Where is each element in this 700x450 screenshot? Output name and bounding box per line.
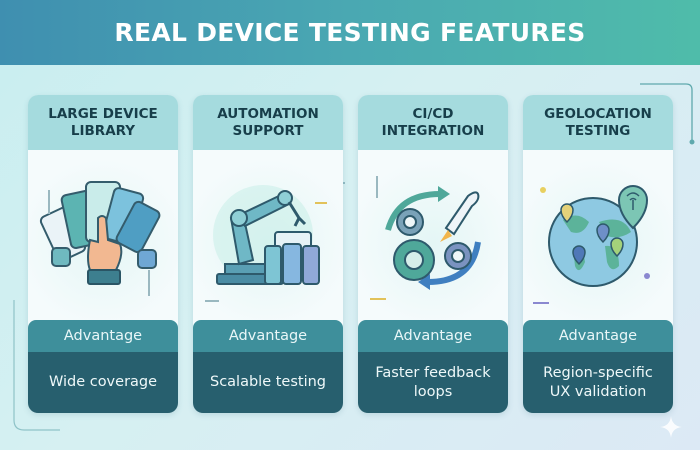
- advantage-panel: Advantage Faster feedback loops: [358, 320, 508, 413]
- card-title: AUTOMATION SUPPORT: [217, 105, 319, 139]
- advantage-value: Region-specific UX validation: [523, 352, 673, 413]
- sparkle-icon: [660, 416, 682, 438]
- deco-line: [148, 270, 150, 296]
- advantage-panel: Advantage Scalable testing: [193, 320, 343, 413]
- advantage-panel: Advantage Wide coverage: [28, 320, 178, 413]
- robotic-arm-devices-icon: [213, 185, 320, 285]
- advantage-panel: Advantage Region-specific UX validation: [523, 320, 673, 413]
- deco-line: [315, 202, 327, 204]
- deco-line: [48, 190, 50, 214]
- card-title: GEOLOCATION TESTING: [544, 105, 652, 139]
- card-illustration: [523, 150, 673, 320]
- advantage-label: Advantage: [28, 320, 178, 352]
- card-illustration: [193, 150, 343, 320]
- feature-card-automation-support: AUTOMATION SUPPORT Advantage Scalable te…: [193, 95, 343, 413]
- advantage-label: Advantage: [358, 320, 508, 352]
- gears-rocket-cycle-icon: [385, 186, 481, 290]
- page-title: REAL DEVICE TESTING FEATURES: [114, 18, 586, 47]
- card-title: CI/CD INTEGRATION: [381, 105, 485, 139]
- deco-line: [205, 300, 219, 302]
- card-illustration: [358, 150, 508, 320]
- card-illustration: [28, 150, 178, 320]
- deco-line: [533, 302, 549, 304]
- deco-line: [370, 298, 386, 300]
- deco-line: [376, 176, 378, 198]
- advantage-value: Faster feedback loops: [358, 352, 508, 413]
- card-header: GEOLOCATION TESTING: [523, 95, 673, 157]
- feature-card-large-device-library: LARGE DEVICE LIBRARY Advantage Wide cove…: [28, 95, 178, 413]
- advantage-value: Scalable testing: [193, 352, 343, 413]
- advantage-label: Advantage: [523, 320, 673, 352]
- card-header: LARGE DEVICE LIBRARY: [28, 95, 178, 157]
- card-header: AUTOMATION SUPPORT: [193, 95, 343, 157]
- card-title: LARGE DEVICE LIBRARY: [48, 105, 158, 139]
- feature-card-geolocation-testing: GEOLOCATION TESTING Advantage Region-spe…: [523, 95, 673, 413]
- title-banner: REAL DEVICE TESTING FEATURES: [0, 0, 700, 65]
- feature-card-ci-cd-integration: CI/CD INTEGRATION Advantage Faster feedb…: [358, 95, 508, 413]
- globe-location-pins-icon: [540, 185, 650, 287]
- card-header: CI/CD INTEGRATION: [358, 95, 508, 157]
- advantage-label: Advantage: [193, 320, 343, 352]
- hand-holding-devices-icon: [39, 181, 161, 285]
- advantage-value: Wide coverage: [28, 352, 178, 413]
